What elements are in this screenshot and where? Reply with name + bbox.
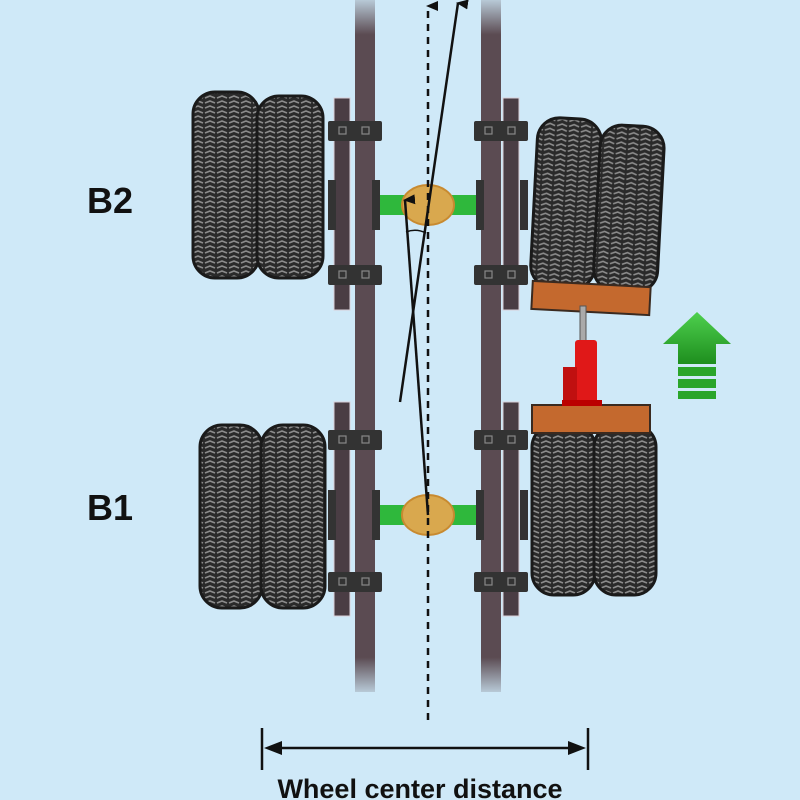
- tires-b1-right: [530, 423, 658, 597]
- left-frame-rail: [355, 0, 375, 692]
- tire-icon: [259, 423, 327, 610]
- axle-label-b1: B1: [87, 487, 133, 528]
- wood-plank-lower: [531, 404, 651, 434]
- wood-plank-upper: [530, 279, 652, 317]
- thrust-line-b1: [403, 194, 430, 516]
- tire-icon: [530, 423, 597, 597]
- up-arrow-icon: [663, 312, 731, 399]
- tire-icon: [191, 90, 261, 280]
- tire-icon: [529, 116, 603, 291]
- dimension-line: [260, 728, 590, 770]
- tire-icon: [198, 423, 264, 610]
- tires-b2-left: [191, 90, 325, 280]
- thrust-line-b2: [398, 0, 469, 403]
- angle-arc: [405, 229, 427, 234]
- axle-label-b2: B2: [87, 180, 133, 221]
- hub-plates: [328, 180, 528, 540]
- tire-icon: [592, 423, 658, 597]
- tires-b1-left: [198, 423, 327, 610]
- dimension-label: Wheel center distance: [277, 774, 562, 800]
- right-frame-rail: [481, 0, 501, 692]
- spring-clamps: [328, 121, 528, 592]
- tires-b2-right: [529, 116, 666, 294]
- tire-icon: [255, 94, 325, 280]
- tire-icon: [592, 123, 666, 294]
- bottle-jack-icon: [562, 305, 602, 406]
